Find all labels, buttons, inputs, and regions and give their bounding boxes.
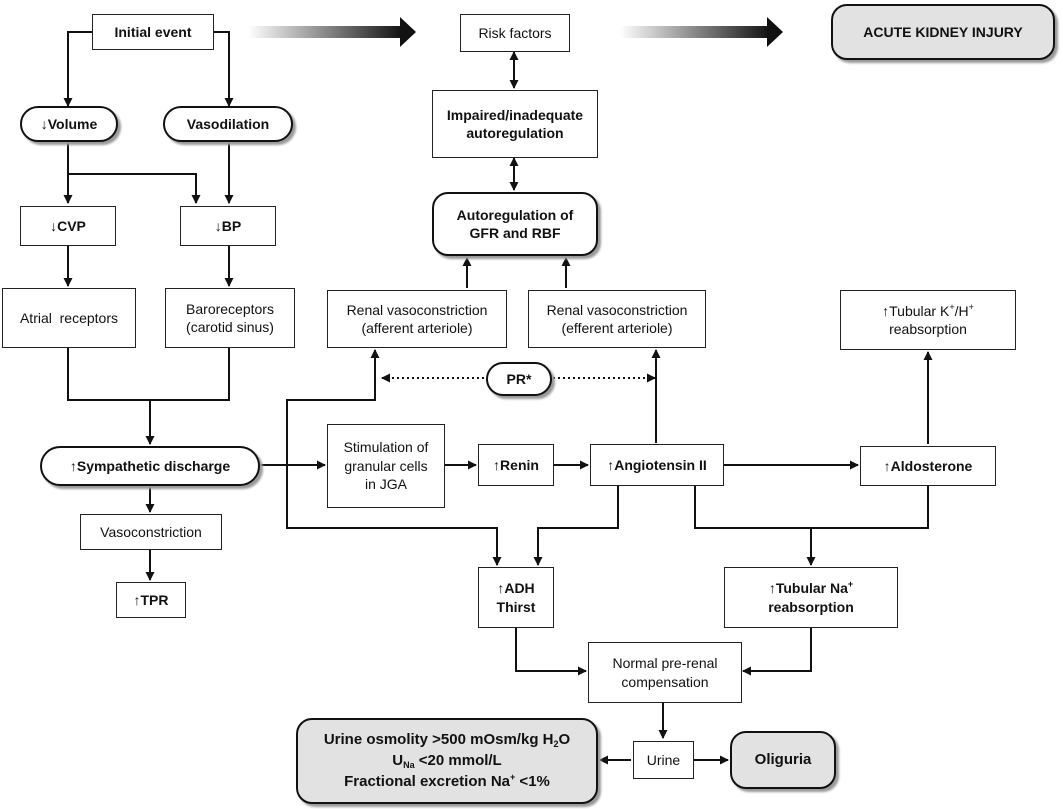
urine-osmolity-end: O xyxy=(558,731,571,749)
stimulation-line-3: in JGA xyxy=(364,476,407,493)
stimulation-line-2: granular cells xyxy=(344,457,428,474)
vasodilation-box: Vasodilation xyxy=(163,106,293,142)
bp-label: ↓BP xyxy=(214,217,242,234)
sympathetic-discharge-box: ↑Sympathetic discharge xyxy=(40,446,260,486)
edge-initial-vasodilation xyxy=(214,31,234,107)
tpr-label: ↑TPR xyxy=(133,591,169,608)
tubular-k-text: ↑Tubular K xyxy=(882,302,950,319)
baroreceptors-line-2: (carotid sinus) xyxy=(186,319,274,335)
gradient-flow-arrow-2 xyxy=(620,17,783,47)
cvp-box: ↓CVP xyxy=(20,206,116,246)
renal-vasoconstriction-afferent-box: Renal vasoconstriction (afferent arterio… xyxy=(327,290,507,348)
pr-label: PR* xyxy=(506,370,532,387)
renal-afferent-line-1: Renal vasoconstriction xyxy=(346,301,488,318)
renal-efferent-line-2: (efferent arteriole) xyxy=(561,320,673,336)
urine-sodium-value: <20 mmol/L xyxy=(414,752,502,770)
urine-osmolity-line: Urine osmolity >500 mOsm/kg H2O xyxy=(324,730,570,751)
renin-box: ↑Renin xyxy=(478,444,554,486)
edge-initial-volume xyxy=(63,31,92,107)
vasoconstriction-box: Vasoconstriction xyxy=(80,514,222,550)
baroreceptors-line-1: Baroreceptors xyxy=(186,300,274,317)
impaired-line-1: Impaired/inadequate xyxy=(446,106,584,123)
granular-cells-stimulation-box: Stimulation of granular cells in JGA xyxy=(327,424,445,508)
atrial-receptors-box: Atrial receptors xyxy=(2,288,136,348)
initial-event-box: Initial event xyxy=(92,14,214,50)
tubular-h-text: /H xyxy=(954,302,969,319)
gradient-flow-arrow-1 xyxy=(248,17,416,47)
aldosterone-box: ↑Aldosterone xyxy=(860,446,996,486)
oliguria-label: Oliguria xyxy=(754,751,812,769)
angiotensin-box: ↑Angiotensin II xyxy=(590,444,724,486)
initial-event-label: Initial event xyxy=(114,23,192,40)
tubular-h-plus: + xyxy=(968,301,974,312)
edge-volume-bp xyxy=(68,173,201,204)
sympathetic-discharge-label: ↑Sympathetic discharge xyxy=(69,457,231,474)
fractional-excretion-plus: + xyxy=(510,771,516,782)
normal-line-1: Normal pre-renal xyxy=(612,655,718,672)
tubular-na-line-2: reabsorption xyxy=(768,598,854,615)
atrial-receptors-label: Atrial receptors xyxy=(19,309,119,326)
volume-label: ↓Volume xyxy=(40,115,98,132)
urine-sodium-u: U xyxy=(392,752,404,770)
adh-thirst-box: ↑ADH Thirst xyxy=(478,567,554,628)
edge-tubular-na-normal xyxy=(742,628,812,676)
vasodilation-label: Vasodilation xyxy=(186,115,270,132)
normal-line-2: compensation xyxy=(621,673,709,690)
urine-sodium-line: UNa <20 mmol/L xyxy=(392,751,501,772)
tubular-na-text: ↑Tubular Na xyxy=(768,580,848,597)
edge-receptors-sympathetic xyxy=(67,348,230,444)
risk-factors-label: Risk factors xyxy=(478,24,552,41)
renal-vasoconstriction-efferent-box: Renal vasoconstriction (efferent arterio… xyxy=(528,290,706,348)
autoregulation-line-1: Autoregulation of xyxy=(456,206,574,223)
pr-box: PR* xyxy=(486,362,552,396)
urine-label: Urine xyxy=(646,751,681,768)
adh-line-2: Thirst xyxy=(496,598,536,615)
urine-osmolity-text: Urine osmolity >500 mOsm/kg H xyxy=(323,731,554,749)
impaired-autoregulation-box: Impaired/inadequate autoregulation xyxy=(432,90,598,158)
autoregulation-gfr-rbf-box: Autoregulation of GFR and RBF xyxy=(432,192,598,256)
tubular-na-box: ↑Tubular Na+ reabsorption xyxy=(724,567,898,628)
stimulation-line-1: Stimulation of xyxy=(343,439,429,456)
tubular-k-line-1: ↑Tubular K+/H+ xyxy=(882,302,974,320)
renin-label: ↑Renin xyxy=(493,456,539,473)
edge-sympathetic-adh xyxy=(286,465,502,566)
urine-box: Urine xyxy=(633,741,694,779)
bp-box: ↓BP xyxy=(180,206,276,246)
fractional-excretion-line: Fractional excretion Na+ <1% xyxy=(344,772,550,792)
tpr-box: ↑TPR xyxy=(116,582,186,618)
tubular-na-line-1: ↑Tubular Na+ xyxy=(769,579,853,597)
risk-factors-box: Risk factors xyxy=(460,14,570,52)
edge-sympathetic-afferent xyxy=(286,349,380,465)
oliguria-box: Oliguria xyxy=(730,731,836,789)
tubular-na-plus: + xyxy=(847,579,854,590)
urine-sodium-subscript: Na xyxy=(403,760,415,771)
edge-adh-normal xyxy=(515,628,587,676)
angiotensin-label: ↑Angiotensin II xyxy=(607,456,707,473)
adh-line-1: ↑ADH xyxy=(497,580,535,597)
cvp-label: ↓CVP xyxy=(50,217,86,234)
impaired-line-2: autoregulation xyxy=(466,125,564,141)
fractional-excretion-text: Fractional excretion Na xyxy=(344,772,510,790)
baroreceptors-box: Baroreceptors (carotid sinus) xyxy=(165,288,295,348)
urine-findings-box: Urine osmolity >500 mOsm/kg H2O UNa <20 … xyxy=(296,718,598,804)
edge-angiotensin-adh xyxy=(533,486,619,566)
volume-box: ↓Volume xyxy=(20,106,118,142)
renal-afferent-line-2: (afferent arteriole) xyxy=(361,320,473,336)
autoregulation-line-2: GFR and RBF xyxy=(469,225,561,241)
tubular-k-h-box: ↑Tubular K+/H+ reabsorption xyxy=(840,290,1016,350)
edge-angiotensin-tubular-na xyxy=(694,486,816,566)
acute-kidney-injury-box: ACUTE KIDNEY INJURY xyxy=(831,4,1055,60)
edge-aldosterone-tubular-na xyxy=(811,486,929,529)
normal-compensation-box: Normal pre-renal compensation xyxy=(588,642,742,703)
tubular-k-plus: + xyxy=(949,301,955,312)
fractional-excretion-value: <1% xyxy=(515,772,550,790)
urine-osmolity-subscript: 2 xyxy=(553,739,559,750)
tubular-k-line-2: reabsorption xyxy=(889,321,967,337)
aldosterone-label: ↑Aldosterone xyxy=(883,457,973,474)
acute-kidney-injury-label: ACUTE KIDNEY INJURY xyxy=(863,23,1023,40)
vasoconstriction-label: Vasoconstriction xyxy=(100,523,202,540)
renal-efferent-line-1: Renal vasoconstriction xyxy=(546,301,688,318)
